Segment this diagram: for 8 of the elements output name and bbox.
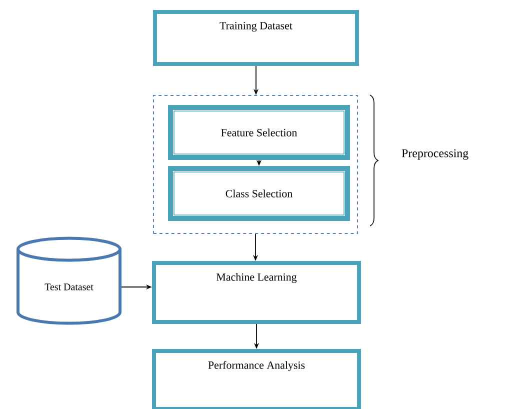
brace-label: Preprocessing — [402, 149, 468, 160]
database-cylinder: Test Dataset — [16, 236, 122, 325]
dashed-group-box — [153, 95, 358, 234]
process-box: Performance Analysis — [152, 349, 361, 409]
process-box: Training Dataset — [153, 10, 359, 66]
process-box: Class Selection — [168, 166, 350, 221]
process-box: Feature Selection — [168, 105, 350, 160]
process-box: Machine Learning — [152, 261, 361, 324]
